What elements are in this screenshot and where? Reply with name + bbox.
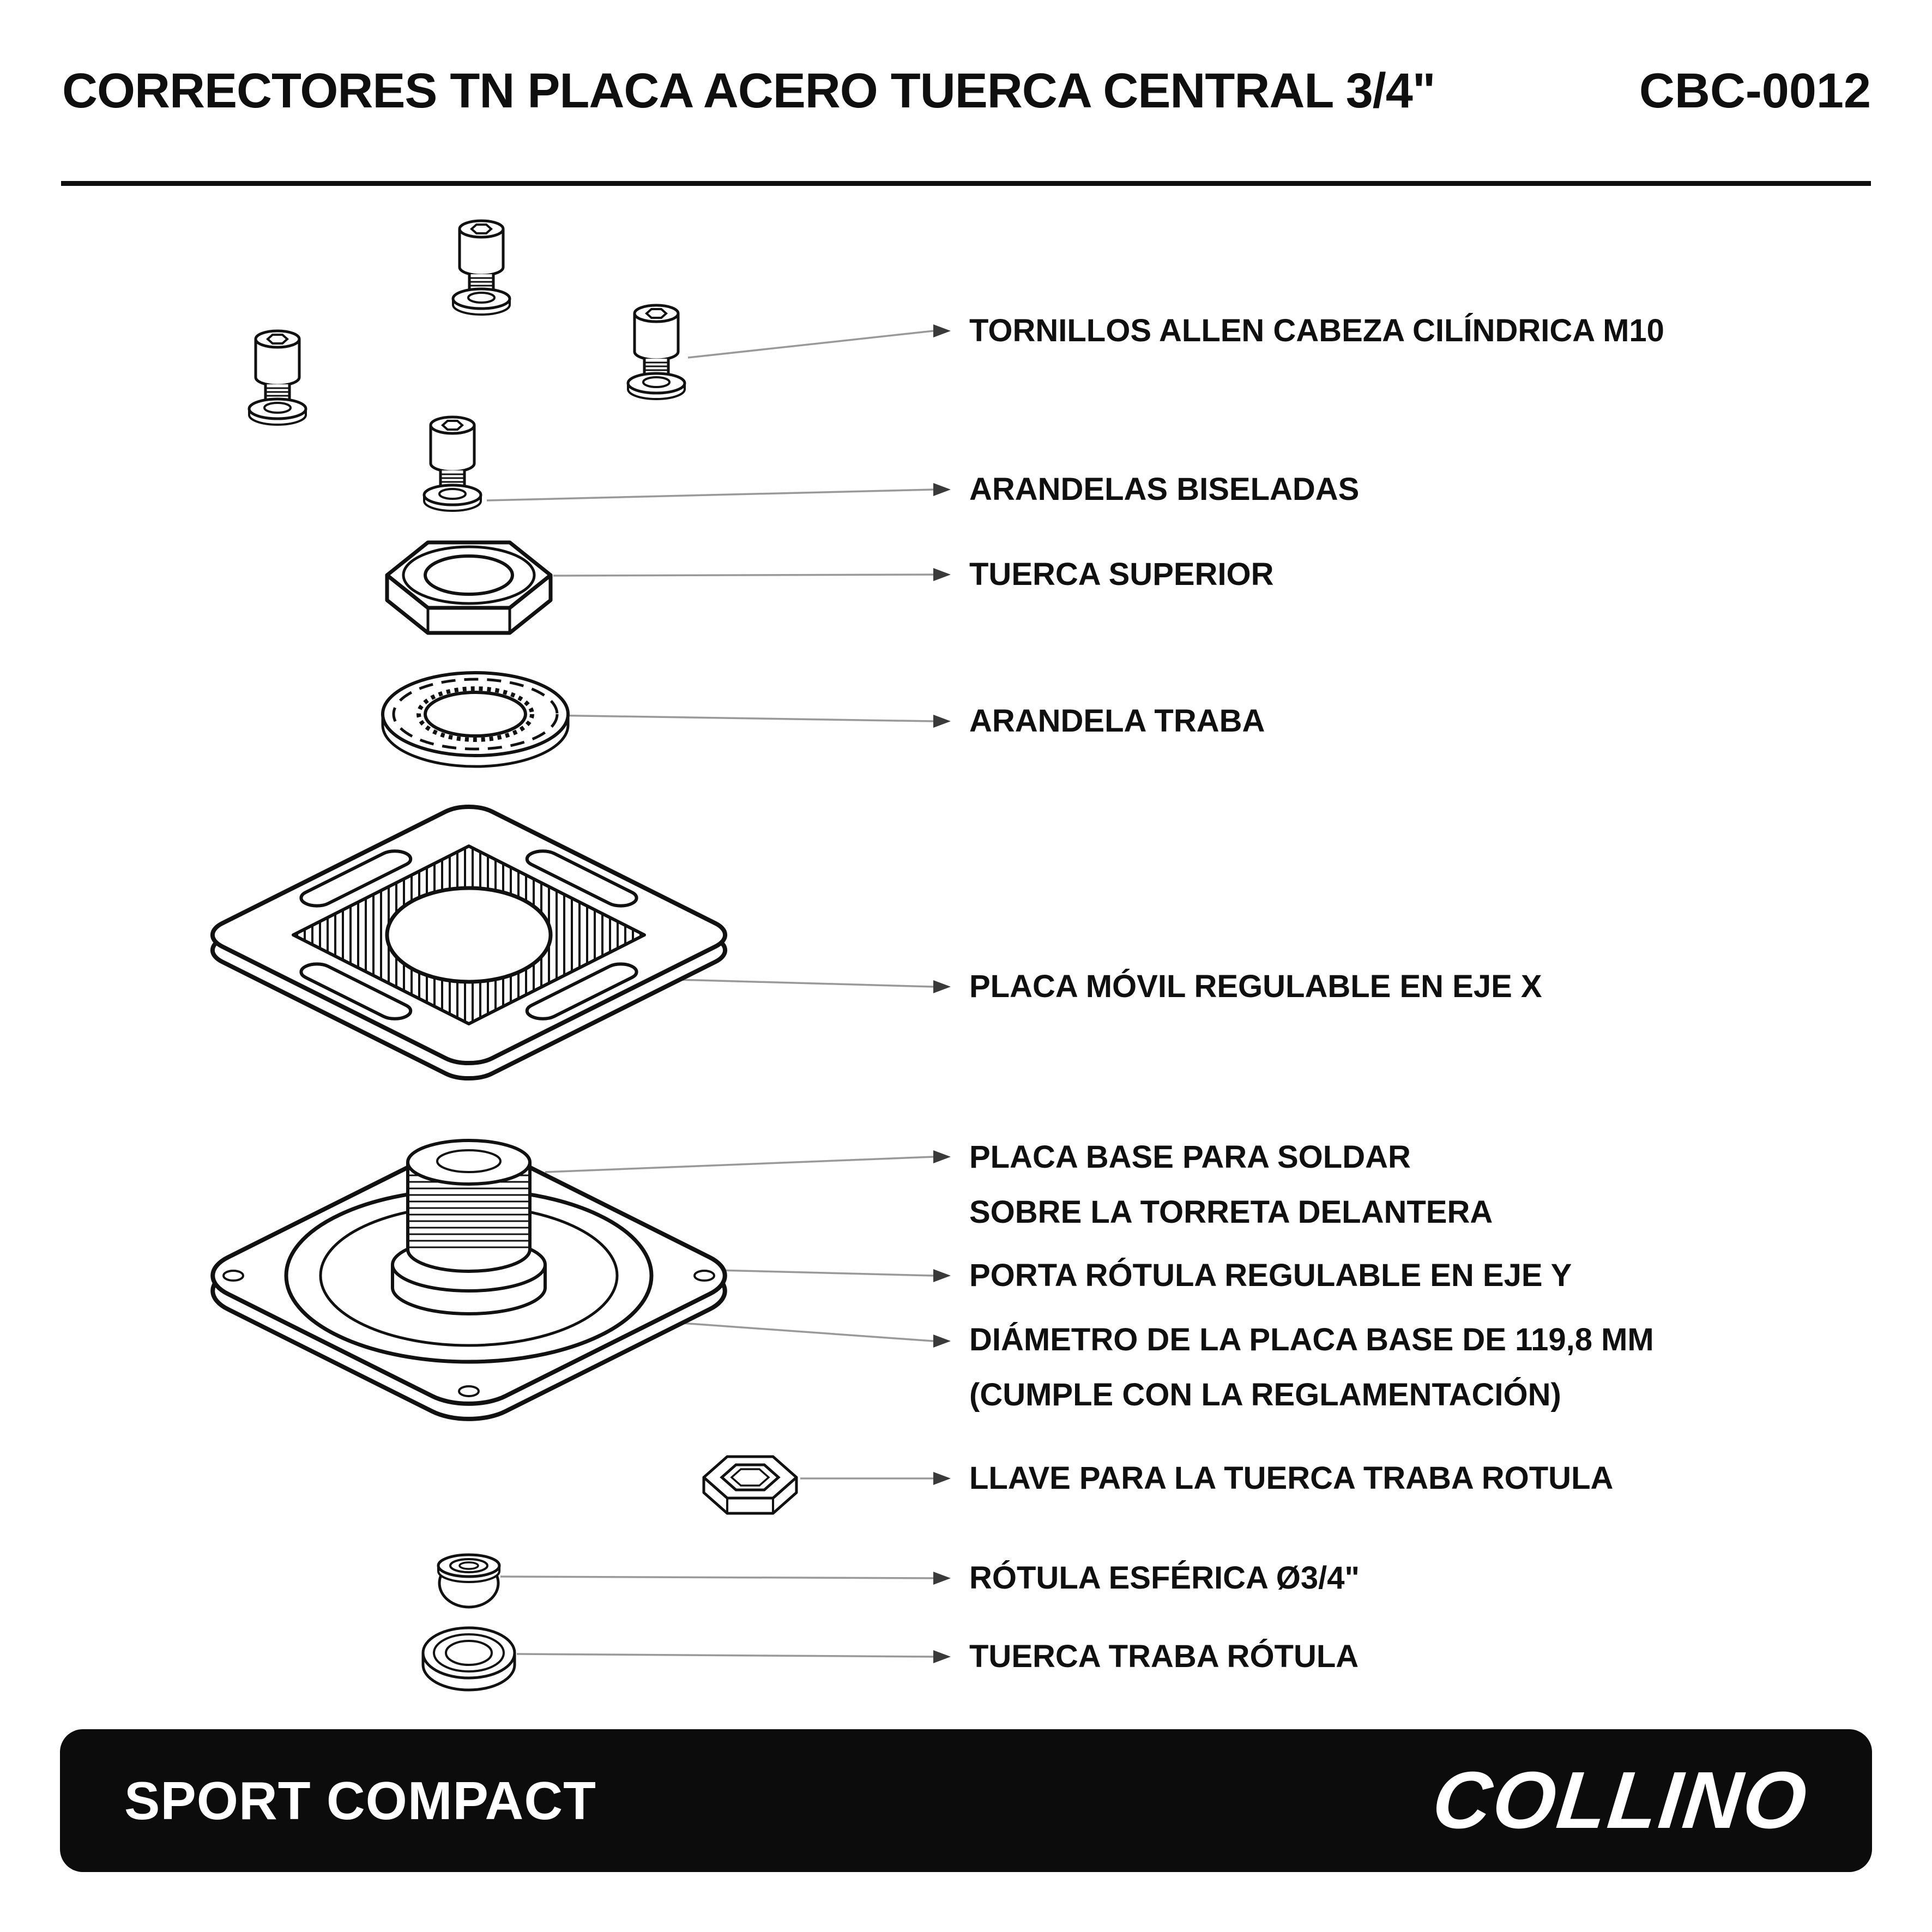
- label-placa-base: PLACA BASE PARA SOLDAR SOBRE LA TORRETA …: [969, 1130, 1493, 1240]
- arrow-icon: [933, 715, 951, 728]
- movable-plate-drawing: [199, 800, 739, 1085]
- arrow-icon: [933, 483, 951, 496]
- label-rotula: RÓTULA ESFÉRICA Ø3/4": [969, 1560, 1360, 1596]
- leader-line: [500, 1575, 934, 1579]
- product-line-label: SPORT COMPACT: [124, 1770, 596, 1831]
- header: CORRECTORES TN PLACA ACERO TUERCA CENTRA…: [62, 64, 1871, 118]
- leader-line: [546, 714, 934, 722]
- base-plate-drawing: [191, 1139, 746, 1429]
- ball-joint-holder-drawing: [391, 1139, 547, 1315]
- label-tuerca-traba: TUERCA TRABA RÓTULA: [969, 1639, 1359, 1674]
- arrow-icon: [933, 568, 951, 581]
- label-tornillos-allen: TORNILLOS ALLEN CABEZA CILÍNDRICA M10: [969, 313, 1664, 348]
- exploded-diagram: [0, 196, 951, 1692]
- leader-line: [486, 488, 934, 502]
- label-diametro: DIÁMETRO DE LA PLACA BASE DE 119,8 MM (C…: [969, 1312, 1654, 1422]
- wrench-key-drawing: [702, 1455, 798, 1515]
- leader-line: [553, 573, 934, 577]
- label-tuerca-superior: TUERCA SUPERIOR: [969, 557, 1274, 592]
- label-placa-base-line2: SOBRE LA TORRETA DELANTERA: [969, 1194, 1493, 1230]
- leader-line: [643, 1319, 934, 1342]
- label-llave: LLAVE PARA LA TUERCA TRABA ROTULA: [969, 1460, 1614, 1496]
- arrow-icon: [933, 1335, 951, 1348]
- page-title: CORRECTORES TN PLACA ACERO TUERCA CENTRA…: [62, 64, 1436, 118]
- arrow-icon: [933, 324, 951, 337]
- leader-line: [516, 1653, 934, 1658]
- allen-bolt-drawing: [249, 331, 306, 425]
- product-code: CBC-0012: [1639, 64, 1871, 118]
- header-divider: [61, 181, 1871, 186]
- allen-bolt-drawing: [628, 305, 685, 399]
- lock-washer-drawing: [381, 671, 570, 768]
- arrow-icon: [933, 1269, 951, 1282]
- leader-arrows: [933, 324, 951, 1663]
- arrow-icon: [933, 1472, 951, 1485]
- footer-bar: SPORT COMPACT COLLINO: [60, 1729, 1872, 1872]
- ball-joint-drawing: [437, 1553, 501, 1609]
- label-placa-movil: PLACA MÓVIL REGULABLE EN EJE X: [969, 969, 1542, 1004]
- label-placa-base-line1: PLACA BASE PARA SOLDAR: [969, 1139, 1411, 1175]
- arrow-icon: [933, 1572, 951, 1585]
- label-arandelas: ARANDELAS BISELADAS: [969, 472, 1360, 507]
- brand-logo: COLLINO: [1428, 1755, 1813, 1845]
- label-diametro-line2: (CUMPLE CON LA REGLAMENTACIÓN): [969, 1377, 1561, 1412]
- arrow-icon: [933, 980, 951, 993]
- label-arandela-traba: ARANDELA TRABA: [969, 703, 1265, 739]
- allen-bolt-drawing: [453, 221, 510, 315]
- leader-line: [545, 1156, 934, 1173]
- leader-line: [687, 330, 934, 359]
- arrow-icon: [933, 1650, 951, 1663]
- lock-nut-drawing: [421, 1626, 516, 1692]
- top-nut-drawing: [385, 540, 553, 635]
- arrow-icon: [933, 1150, 951, 1163]
- allen-bolt-drawing: [424, 417, 481, 511]
- label-porta-rotula: PORTA RÓTULA REGULABLE EN EJE Y: [969, 1258, 1572, 1293]
- label-diametro-line1: DIÁMETRO DE LA PLACA BASE DE 119,8 MM: [969, 1322, 1654, 1357]
